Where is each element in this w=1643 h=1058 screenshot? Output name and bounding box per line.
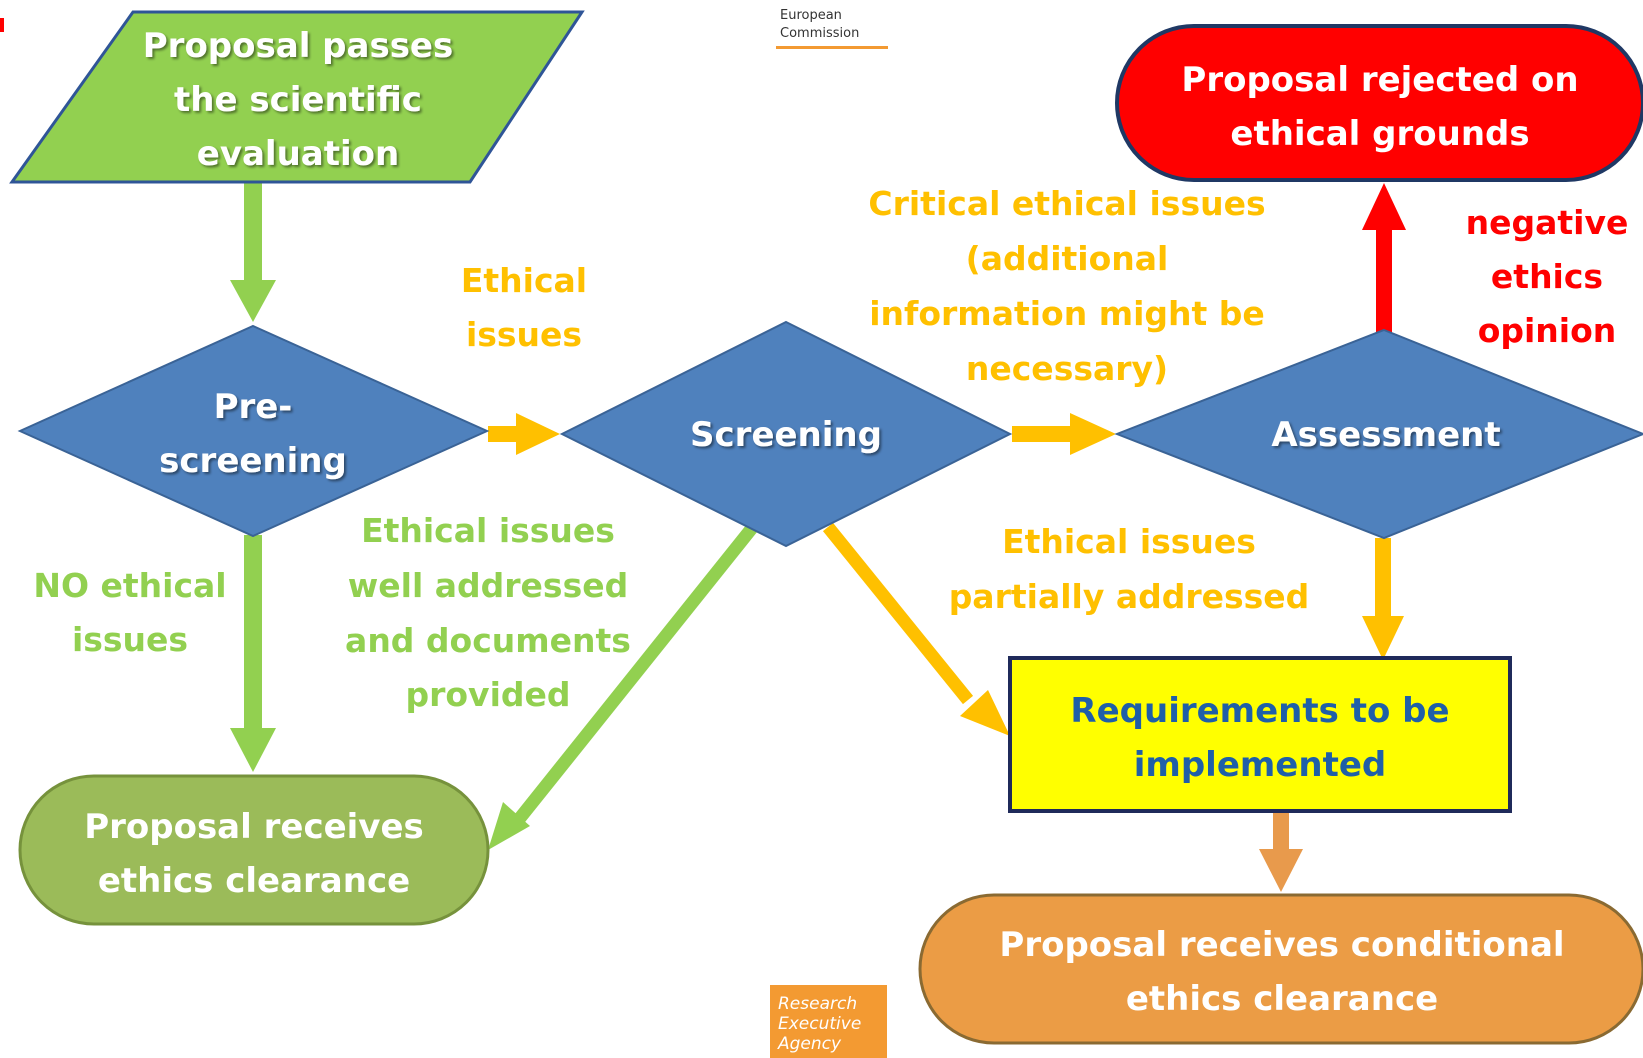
rejected-line-2: ethical grounds: [1230, 114, 1529, 154]
ethical-issues-line-1: Ethical: [461, 261, 587, 300]
corner-mark: [0, 18, 4, 32]
rejected-line-1: Proposal rejected on: [1181, 60, 1578, 100]
label-partially-addressed: Ethical issues partially addressed: [949, 522, 1310, 616]
critical-line-1: Critical ethical issues: [868, 184, 1265, 223]
negative-line-2: ethics: [1491, 257, 1603, 296]
label-ethical-issues: Ethical issues: [461, 261, 587, 354]
european-commission-logo: European Commission: [776, 8, 888, 49]
ethical-issues-line-2: issues: [466, 315, 582, 354]
critical-line-2: (additional: [966, 239, 1169, 278]
agency-line-3: Agency: [777, 1034, 842, 1054]
arrow-screening-to-assessment: [1012, 413, 1116, 455]
prescreening-line-2: screening: [159, 441, 347, 481]
partially-line-1: Ethical issues: [1002, 522, 1256, 561]
requirements-node: Requirements to be implemented: [1008, 656, 1512, 813]
well-addressed-line-2: well addressed: [348, 566, 628, 605]
label-critical-ethical-issues: Critical ethical issues (additional info…: [868, 184, 1265, 388]
agency-line-1: Research: [778, 994, 857, 1014]
logo-underline: [776, 46, 888, 49]
negative-line-3: opinion: [1478, 311, 1617, 350]
conditional-clearance-node: Proposal receives conditional ethics cle…: [918, 893, 1643, 1045]
requirements-line-1: Requirements to be: [1070, 691, 1449, 731]
conditional-line-2: ethics clearance: [1126, 979, 1438, 1019]
critical-line-3: information might be: [869, 294, 1265, 333]
logo-line-1: European: [780, 8, 842, 23]
clearance-line-1: Proposal receives: [84, 807, 424, 847]
well-addressed-line-3: and documents: [345, 621, 631, 660]
start-line-2: the scientific: [174, 80, 422, 120]
arrow-screening-to-clearance: [488, 523, 758, 850]
prescreening-line-1: Pre-: [214, 387, 293, 427]
screening-label: Screening: [690, 415, 882, 455]
label-well-addressed: Ethical issues well addressed and docume…: [345, 511, 631, 714]
arrow-prescreening-to-clearance: [230, 535, 276, 772]
conditional-line-1: Proposal receives conditional: [999, 925, 1564, 965]
start-line-1: Proposal passes: [143, 26, 453, 66]
arrow-screening-to-requirements: [822, 522, 1010, 736]
logo-line-2: Commission: [780, 26, 859, 41]
rejected-node: Proposal rejected on ethical grounds: [1115, 24, 1643, 182]
label-negative-ethics-opinion: negative ethics opinion: [1466, 203, 1629, 350]
research-executive-agency-logo: Research Executive Agency: [770, 985, 887, 1058]
negative-line-1: negative: [1466, 203, 1629, 242]
arrow-assessment-to-requirements: [1362, 538, 1404, 660]
critical-line-4: necessary): [966, 349, 1168, 388]
assessment-decision: Assessment: [1114, 328, 1643, 540]
arrows: [230, 182, 1406, 892]
arrow-start-to-prescreening: [230, 182, 276, 322]
label-no-ethical-issues: NO ethical issues: [33, 566, 226, 659]
agency-line-2: Executive: [778, 1014, 861, 1034]
requirements-line-2: implemented: [1134, 745, 1386, 785]
no-issues-line-2: issues: [72, 620, 188, 659]
prescreening-decision: Pre- screening: [17, 324, 490, 538]
partially-line-2: partially addressed: [949, 577, 1310, 616]
screening-decision: Screening: [559, 320, 1013, 548]
well-addressed-line-1: Ethical issues: [361, 511, 615, 550]
assessment-label: Assessment: [1271, 415, 1500, 455]
start-node: Proposal passes the scientific evaluatio…: [9, 10, 585, 184]
clearance-node: Proposal receives ethics clearance: [18, 774, 490, 926]
well-addressed-line-4: provided: [405, 675, 570, 714]
start-line-3: evaluation: [197, 134, 399, 174]
arrow-requirements-to-conditional: [1259, 813, 1303, 892]
no-issues-line-1: NO ethical: [33, 566, 226, 605]
clearance-line-2: ethics clearance: [98, 861, 410, 901]
arrow-prescreening-to-screening: [488, 413, 560, 455]
arrow-assessment-to-rejected: [1362, 183, 1406, 336]
